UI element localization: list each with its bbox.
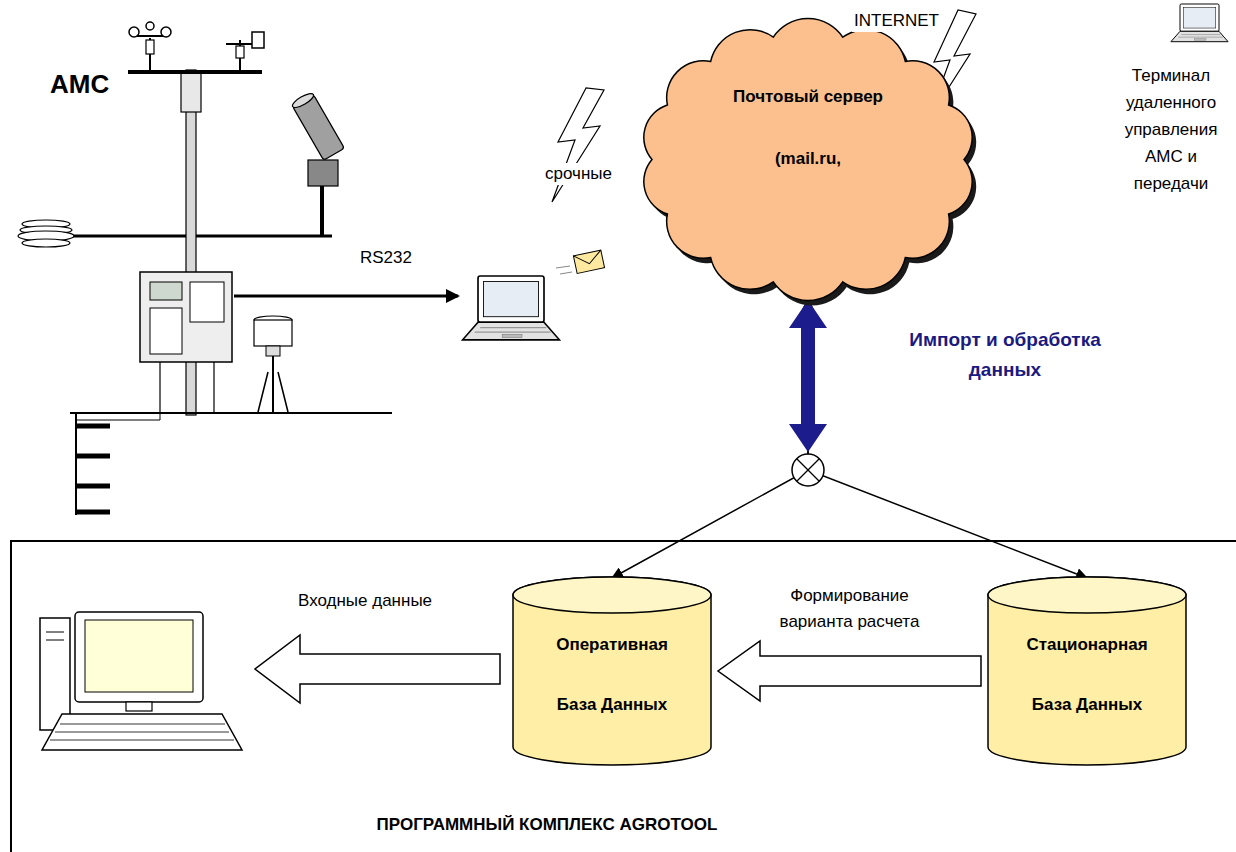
weather-station-part [134, 35, 166, 37]
envelope-icon-part-part [573, 250, 603, 267]
cylinder-body [988, 577, 1186, 765]
weather-station-part [150, 308, 182, 354]
weather-station [18, 22, 392, 515]
envelope-icon-part [556, 266, 570, 268]
envelope-icon-part [573, 250, 604, 273]
connector-label: Формирование варианта расчета [765, 583, 935, 635]
computer-icon-part [55, 732, 229, 733]
computer-icon-part [75, 612, 203, 702]
weather-station-part [266, 346, 280, 356]
interface-label: RS232 [360, 247, 412, 269]
weather-station-part [140, 272, 232, 362]
envelope-icon-part [560, 272, 572, 274]
weather-station-part [320, 180, 324, 236]
computer-icon-part [60, 724, 225, 725]
weather-station-part [76, 484, 110, 489]
computer-icon-part [126, 702, 152, 711]
junction-symbol-part [797, 459, 819, 481]
weather-station-part [213, 362, 214, 412]
node-text: Стационарная База Данных [1017, 615, 1157, 735]
envelope-icon-part-part [573, 250, 604, 273]
weather-station-part [258, 372, 268, 412]
computer-icon-part [40, 618, 70, 730]
database-cylinder-outline [512, 577, 712, 765]
terminal-caption: Терминал удаленного управления АМС и пер… [1112, 62, 1230, 197]
cylinder-body [513, 577, 711, 765]
weather-station-part [146, 40, 154, 54]
connector-label: Импорт и обработка данных [890, 325, 1120, 385]
weather-station-part [129, 27, 139, 37]
database-cylinder-outline [987, 577, 1187, 765]
connector [612, 299, 808, 578]
weather-station-part [76, 412, 160, 420]
junction-symbol-part [792, 454, 824, 486]
computer-icon-part [42, 714, 242, 750]
junction-symbol [792, 454, 824, 486]
system-frame: ПРОГРАММНЫЙ КОМПЛЕКС AGROTOOL Оперативная… [10, 540, 1236, 852]
flow-label: Входные данные [298, 590, 432, 612]
weather-station-part [181, 72, 201, 112]
node-text: ПРОГРАММНЫЙ КОМПЛЕКС AGROTOOL [377, 814, 718, 836]
node-text: Оперативная База Данных [542, 615, 682, 735]
weather-station-part [128, 70, 262, 74]
junction-symbol-part [797, 459, 819, 481]
weather-station-part [76, 510, 110, 515]
import-double-arrow [789, 300, 827, 452]
weather-station-part [254, 320, 292, 346]
weather-station-part [22, 239, 70, 247]
cloud-node: Почтовый сервер (mail.ru, [630, 12, 986, 307]
weather-station-part [159, 362, 160, 412]
weather-station-part [150, 282, 182, 300]
weather-station-part [308, 160, 338, 186]
computer-icon-part [46, 640, 64, 641]
weather-station-part [186, 70, 196, 415]
weather-station-part [278, 372, 288, 412]
weather-station-part-part [291, 91, 316, 110]
laptop-icon [463, 276, 560, 340]
database-cylinder: Оперативная База Данных [512, 577, 712, 765]
computer-icon-part [85, 620, 193, 692]
block-arrow [718, 641, 981, 701]
weather-station-part [252, 32, 264, 48]
weather-station-part [76, 424, 110, 429]
channel-label: срочные [543, 163, 614, 185]
weather-station-part [76, 454, 110, 459]
weather-station-part [236, 46, 244, 58]
database-cylinder: Стационарная База Данных [987, 577, 1187, 765]
node-text: (mail.ru, [630, 148, 986, 170]
envelope-icon [556, 250, 605, 274]
station-label: АМС [50, 68, 109, 100]
terminal-laptop-icon [1171, 4, 1228, 42]
cylinder-top [513, 577, 711, 613]
weather-station-part [161, 27, 171, 37]
cylinder-top [988, 577, 1186, 613]
weather-station-part [60, 235, 186, 238]
node-text: Почтовый сервер [630, 86, 986, 108]
weather-station-part [291, 91, 345, 160]
rs232-wire [234, 295, 458, 298]
computer-icon-part [50, 740, 234, 741]
weather-station-part [196, 235, 332, 238]
input-arrow [255, 635, 500, 703]
computer-icon [40, 612, 242, 750]
network-label: INTERNET [852, 10, 941, 32]
weather-station-part [190, 282, 224, 322]
computer-icon-part [46, 632, 64, 633]
weather-station-part [70, 412, 392, 414]
weather-station-part [146, 22, 154, 30]
weather-station-part [272, 356, 274, 412]
